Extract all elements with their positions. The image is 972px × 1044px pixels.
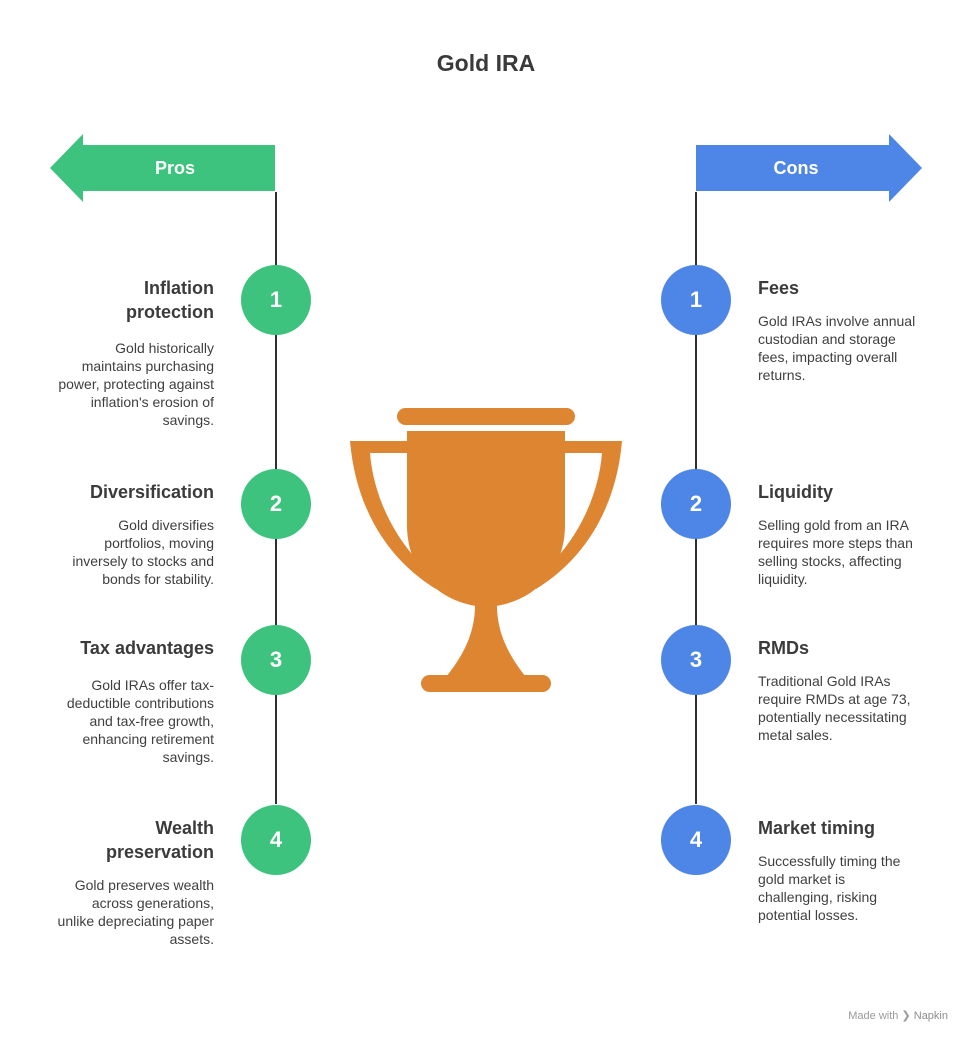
cons-item-description: Selling gold from an IRA requires more s… [758, 517, 913, 587]
made-with-napkin: Made with ❯ Napkin [848, 1009, 948, 1022]
pros-number-1: 1 [241, 265, 311, 335]
pros-item-description: Gold historically maintains purchasing p… [58, 340, 214, 428]
pros-item-description: Gold preserves wealth across generations… [57, 877, 214, 947]
pros-item-description: Gold diversifies portfolios, moving inve… [72, 517, 214, 587]
pros-number-2: 2 [241, 469, 311, 539]
napkin-logo-icon: ❯ [901, 1010, 911, 1022]
cons-number-2: 2 [661, 469, 731, 539]
page-title: Gold IRA [436, 50, 536, 76]
pros-number-4: 4 [241, 805, 311, 875]
cons-item-description: Successfully timing the gold market is c… [758, 853, 901, 923]
pros-banner: Pros [50, 134, 276, 202]
made-with-label: Made with [848, 1010, 899, 1022]
pros-item-title: Tax advantages [80, 638, 214, 658]
cons-number-1: 1 [661, 265, 731, 335]
cons-number-3: 3 [661, 625, 731, 695]
pros-label: Pros [154, 158, 196, 178]
cons-item-title: Liquidity [758, 482, 833, 502]
left-arrow-icon [50, 134, 275, 202]
cons-item-title: Fees [758, 278, 800, 298]
cons-label: Cons [773, 158, 819, 178]
cons-item-title: RMDs [758, 638, 810, 658]
cons-number-4: 4 [661, 805, 731, 875]
right-arrow-icon [696, 134, 922, 202]
cons-item-description: Traditional Gold IRAs require RMDs at ag… [758, 673, 911, 743]
cons-item-title: Market timing [758, 818, 876, 838]
pros-item-title: Diversification [89, 482, 214, 502]
pros-item-title: Wealth preservation [105, 818, 214, 862]
pros-item-title: Inflation protection [126, 278, 214, 322]
cons-banner: Cons [696, 134, 922, 202]
pros-number-3: 3 [241, 625, 311, 695]
napkin-brand: Napkin [913, 1010, 948, 1022]
trophy-icon [350, 408, 622, 692]
pros-item-description: Gold IRAs offer tax-deductible contribut… [66, 677, 214, 765]
cons-item-description: Gold IRAs involve annual custodian and s… [758, 313, 916, 383]
